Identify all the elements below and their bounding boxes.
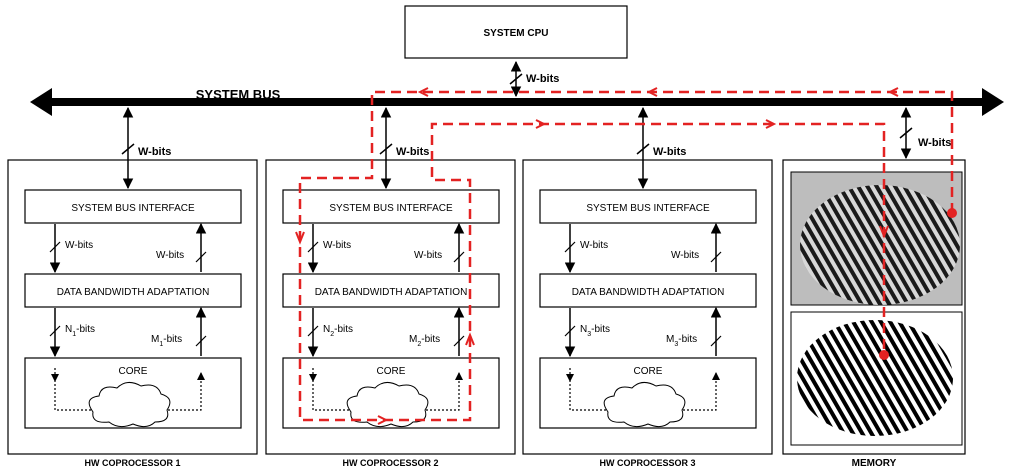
m-bits-label: M1-bits xyxy=(151,334,182,348)
system-bus-interface xyxy=(282,189,500,224)
coprocessor-title: HW COPROCESSOR 1 xyxy=(84,458,180,468)
w-down-slash xyxy=(307,241,319,253)
coprocessor-title: HW COPROCESSOR 3 xyxy=(599,458,695,468)
flow-arrow-8 xyxy=(765,119,777,129)
flow-arrow-7 xyxy=(535,119,547,129)
data-bandwidth-adaptation xyxy=(282,273,500,308)
w-out-label: W-bits xyxy=(671,250,699,261)
core-label: CORE xyxy=(119,366,148,377)
n-down-slash xyxy=(564,325,576,337)
flow-markers xyxy=(295,87,957,425)
data-bandwidth-adaptation xyxy=(24,273,242,308)
core-in-arrowhead xyxy=(566,374,574,382)
bus-link-width: W-bits xyxy=(138,146,171,158)
fingerprint-image-top xyxy=(790,171,963,306)
adaptation-label: DATA BANDWIDTH ADAPTATION xyxy=(572,287,725,298)
flow-arrow-3 xyxy=(417,87,429,97)
m-up-slash xyxy=(710,335,722,347)
interface-label: SYSTEM BUS INTERFACE xyxy=(586,203,710,214)
flow-arrow-1 xyxy=(887,87,899,97)
w-out-label: W-bits xyxy=(414,250,442,261)
bus-link-width: W-bits xyxy=(396,146,429,158)
flow-arrow-6 xyxy=(465,332,475,346)
bus-label: SYSTEM BUS xyxy=(196,87,281,102)
cpu-link-width: W-bits xyxy=(526,73,559,85)
fingerprint-image-bottom xyxy=(790,311,963,446)
core-label: CORE xyxy=(377,366,406,377)
w-in-label: W-bits xyxy=(65,240,93,251)
memory: W-bits MEMORY xyxy=(782,106,966,469)
flow-arrow-2 xyxy=(646,87,658,97)
w-up-slash xyxy=(710,251,722,263)
memory-bus-link: W-bits xyxy=(899,106,951,160)
flow-source-dot xyxy=(947,208,957,218)
bus-link-slash xyxy=(121,143,135,155)
core-in-arrowhead xyxy=(51,374,59,382)
m-bits-label: M3-bits xyxy=(666,334,697,348)
core-in-arrowhead xyxy=(309,374,317,382)
n-bits-label: N3-bits xyxy=(580,324,610,338)
cpu-bus-link: W-bits xyxy=(509,60,559,98)
interface-label: SYSTEM BUS INTERFACE xyxy=(329,203,453,214)
m-bits-label: M2-bits xyxy=(409,334,440,348)
flow-arrow-9 xyxy=(879,225,889,239)
w-up-slash xyxy=(453,251,465,263)
w-out-label: W-bits xyxy=(156,250,184,261)
adaptation-label: DATA BANDWIDTH ADAPTATION xyxy=(315,287,468,298)
system-bus: SYSTEM BUS xyxy=(30,87,1004,116)
adaptation-label: DATA BANDWIDTH ADAPTATION xyxy=(57,287,210,298)
memory-title: MEMORY xyxy=(852,458,897,469)
n-down-slash xyxy=(49,325,61,337)
core-label: CORE xyxy=(634,366,663,377)
system-cpu: SYSTEM CPU xyxy=(404,5,628,59)
bus-link-slash xyxy=(636,143,650,155)
core-cloud xyxy=(346,382,429,428)
n-bits-label: N2-bits xyxy=(323,324,353,338)
bus-left-arrowhead xyxy=(30,88,52,116)
flow-sink-dot xyxy=(879,350,889,360)
bus-link-width: W-bits xyxy=(653,146,686,158)
coprocessor-title: HW COPROCESSOR 2 xyxy=(342,458,438,468)
w-in-label: W-bits xyxy=(580,240,608,251)
system-bus-interface xyxy=(24,189,242,224)
bus-right-arrowhead xyxy=(982,88,1004,116)
n-bits-label: N1-bits xyxy=(65,324,95,338)
w-down-slash xyxy=(49,241,61,253)
interface-label: SYSTEM BUS INTERFACE xyxy=(71,203,195,214)
system-bus-interface xyxy=(539,189,757,224)
memory-link-width: W-bits xyxy=(918,137,951,149)
core-out-arrowhead xyxy=(197,372,205,380)
flow-arrow-4 xyxy=(295,231,305,245)
core-out-arrowhead xyxy=(712,372,720,380)
m-up-slash xyxy=(195,335,207,347)
core-out-arrowhead xyxy=(455,372,463,380)
core-cloud xyxy=(88,382,171,428)
n-down-slash xyxy=(307,325,319,337)
m-up-slash xyxy=(453,335,465,347)
core-cloud xyxy=(603,382,686,428)
w-in-label: W-bits xyxy=(323,240,351,251)
w-up-slash xyxy=(195,251,207,263)
cpu-label: SYSTEM CPU xyxy=(483,28,548,39)
bus-link-slash xyxy=(379,143,393,155)
data-bandwidth-adaptation xyxy=(539,273,757,308)
w-down-slash xyxy=(564,241,576,253)
flow-arrow-5 xyxy=(377,415,389,425)
